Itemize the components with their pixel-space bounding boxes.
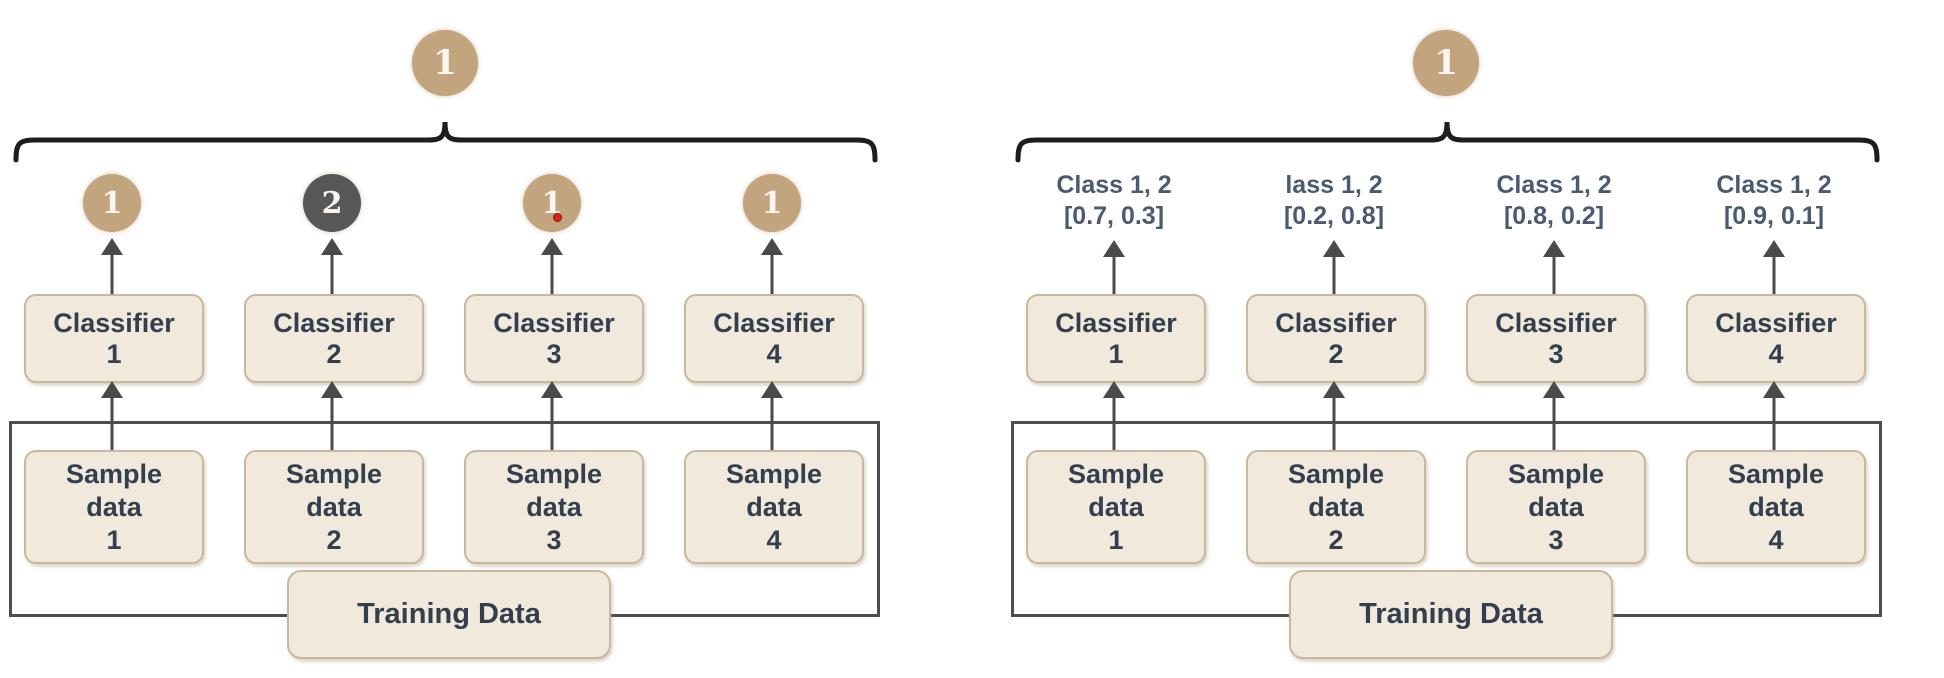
right-sample-data-3-box: Sample data 3 bbox=[1466, 450, 1646, 564]
up-arrow-icon bbox=[101, 238, 123, 294]
right-prediction-label-4: Class 1, 2 [0.9, 0.1] bbox=[1716, 171, 1832, 230]
up-arrow-icon bbox=[321, 381, 343, 450]
left-training-data-box: Training Data bbox=[287, 570, 611, 659]
right-prediction-label-3: Class 1, 2 [0.8, 0.2] bbox=[1496, 171, 1612, 230]
cursor-dot bbox=[553, 213, 562, 222]
up-arrow-icon bbox=[1763, 381, 1785, 450]
up-arrow-icon bbox=[541, 238, 563, 294]
left-vote-circle-2: 2 bbox=[303, 174, 361, 232]
up-arrow-icon bbox=[1543, 240, 1565, 294]
up-arrow-icon bbox=[101, 381, 123, 450]
up-arrow-icon bbox=[1323, 240, 1345, 294]
left-final-vote-circle: 1 bbox=[412, 30, 478, 96]
right-classifier-4-box: Classifier 4 bbox=[1686, 294, 1866, 383]
up-arrow-icon bbox=[321, 238, 343, 294]
left-sample-data-4-box: Sample data 4 bbox=[684, 450, 864, 564]
right-prediction-label-1: Class 1, 2 [0.7, 0.3] bbox=[1056, 171, 1172, 230]
right-classifier-3-box: Classifier 3 bbox=[1466, 294, 1646, 383]
up-arrow-icon bbox=[761, 238, 783, 294]
right-brace bbox=[1015, 121, 1880, 163]
up-arrow-icon bbox=[1103, 240, 1125, 294]
right-training-data-box: Training Data bbox=[1289, 570, 1613, 659]
left-sample-data-2-box: Sample data 2 bbox=[244, 450, 424, 564]
up-arrow-icon bbox=[541, 381, 563, 450]
up-arrow-icon bbox=[1323, 381, 1345, 450]
left-classifier-4-box: Classifier 4 bbox=[684, 294, 864, 383]
left-classifier-3-box: Classifier 3 bbox=[464, 294, 644, 383]
up-arrow-icon bbox=[1103, 381, 1125, 450]
right-sample-data-1-box: Sample data 1 bbox=[1026, 450, 1206, 564]
left-brace bbox=[13, 121, 878, 163]
left-classifier-2-box: Classifier 2 bbox=[244, 294, 424, 383]
right-sample-data-2-box: Sample data 2 bbox=[1246, 450, 1426, 564]
right-sample-data-4-box: Sample data 4 bbox=[1686, 450, 1866, 564]
right-final-vote-circle: 1 bbox=[1413, 30, 1479, 96]
right-prediction-label-2: lass 1, 2 [0.2, 0.8] bbox=[1283, 171, 1385, 230]
up-arrow-icon bbox=[1763, 240, 1785, 294]
up-arrow-icon bbox=[761, 381, 783, 450]
brace-layer bbox=[13, 121, 1880, 163]
left-sample-data-1-box: Sample data 1 bbox=[24, 450, 204, 564]
left-vote-circle-3: 1 bbox=[523, 174, 581, 232]
right-classifier-2-box: Classifier 2 bbox=[1246, 294, 1426, 383]
left-vote-circle-4: 1 bbox=[743, 174, 801, 232]
up-arrow-icon bbox=[1543, 381, 1565, 450]
left-sample-data-3-box: Sample data 3 bbox=[464, 450, 644, 564]
right-classifier-1-box: Classifier 1 bbox=[1026, 294, 1206, 383]
left-vote-circle-1: 1 bbox=[83, 174, 141, 232]
left-classifier-1-box: Classifier 1 bbox=[24, 294, 204, 383]
